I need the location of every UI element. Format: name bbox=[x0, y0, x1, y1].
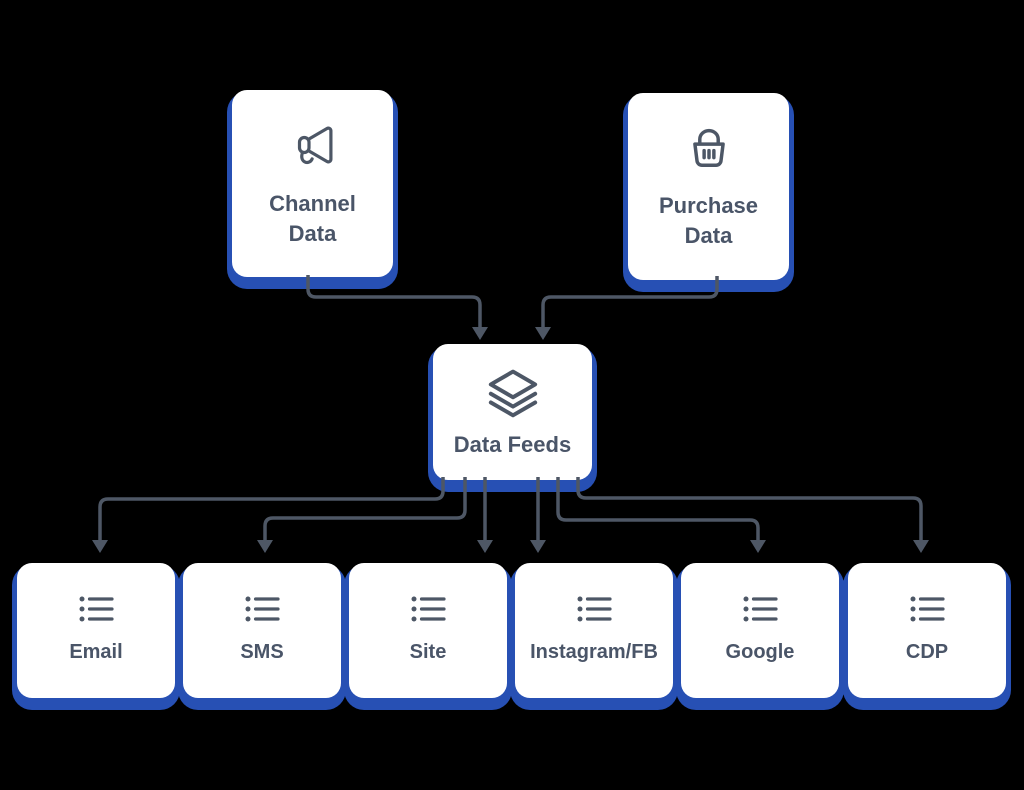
node-label: Google bbox=[725, 641, 795, 664]
list-icon bbox=[244, 595, 281, 623]
node-purchase-data: Purchase Data bbox=[628, 93, 789, 280]
list-icon bbox=[742, 595, 779, 623]
node-sms: SMS bbox=[183, 563, 341, 698]
node-label: SMS bbox=[240, 641, 284, 664]
list-icon bbox=[78, 595, 115, 623]
node-site: Site bbox=[349, 563, 507, 698]
node-instagram-fb: Instagram/FB bbox=[515, 563, 673, 698]
node-channel-data: Channel Data bbox=[232, 90, 393, 277]
list-icon bbox=[576, 595, 613, 623]
layers-icon bbox=[485, 364, 541, 420]
megaphone-icon bbox=[286, 119, 340, 173]
node-google: Google bbox=[681, 563, 839, 698]
node-label: Purchase Data bbox=[658, 193, 759, 248]
node-email: Email bbox=[17, 563, 175, 698]
node-label: Site bbox=[409, 641, 447, 664]
list-icon bbox=[909, 595, 946, 623]
node-cdp: CDP bbox=[848, 563, 1006, 698]
node-data-feeds: Data Feeds bbox=[433, 344, 592, 480]
node-label: CDP bbox=[905, 641, 949, 664]
node-label: Channel Data bbox=[269, 191, 356, 246]
node-label: Instagram/FB bbox=[530, 641, 658, 664]
node-label: Data Feeds bbox=[453, 432, 572, 458]
basket-icon bbox=[683, 123, 735, 175]
list-icon bbox=[410, 595, 447, 623]
node-label: Email bbox=[69, 641, 123, 664]
